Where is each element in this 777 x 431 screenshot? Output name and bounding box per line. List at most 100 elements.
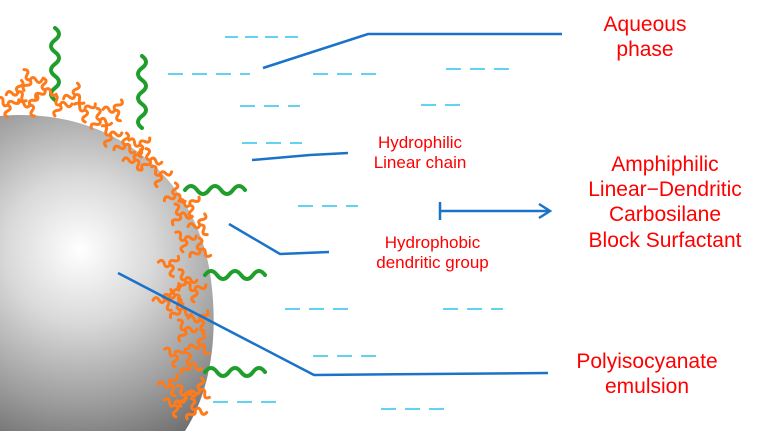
- dendritic-branch: [183, 276, 199, 285]
- dendritic-branch: [198, 247, 213, 259]
- dendritic-branch: [153, 173, 164, 189]
- dendritic-branch: [121, 131, 131, 147]
- dendritic-branch: [28, 103, 36, 118]
- dendritic-branch: [0, 96, 10, 108]
- dendritic-branch: [183, 234, 198, 242]
- hydrophilic-chain-label: Hydrophilic Linear chain: [360, 133, 480, 174]
- dendritic-branch: [171, 181, 180, 197]
- dendritic-branch: [34, 88, 47, 100]
- dendritic-branch: [151, 296, 167, 305]
- dendritic-branch: [108, 130, 124, 138]
- dendritic-branch: [196, 331, 206, 347]
- linear-chain: [183, 184, 247, 196]
- dendritic-branch: [51, 93, 62, 107]
- dendritic-branch: [177, 328, 188, 343]
- dendritic-branch: [179, 363, 192, 375]
- arrow-head: [538, 202, 553, 220]
- dendritic-branch: [71, 81, 81, 97]
- dendritic-branch: [4, 90, 20, 97]
- linear-chain: [203, 366, 267, 378]
- polyisocyanate-emulsion-label: Polyisocyanate emulsion: [562, 349, 732, 399]
- dendritic-branch: [133, 158, 143, 172]
- label-line: phase: [616, 38, 674, 62]
- dendritic-branch: [27, 94, 40, 107]
- linear-chains: [49, 26, 267, 378]
- dendritic-branch: [171, 282, 182, 297]
- label-line: Hydrophobic: [384, 233, 481, 252]
- dendritic-branch: [185, 408, 197, 421]
- dendritic-branch: [188, 195, 201, 207]
- label-line: Hydrophilic: [377, 133, 463, 152]
- emulsion-leader-line: [117, 271, 549, 377]
- dendritic-branch: [176, 318, 187, 332]
- dendritic-branch: [163, 346, 177, 358]
- dendritic-branch: [183, 390, 199, 398]
- dendritic-branch: [171, 353, 179, 369]
- dendritic-branch: [112, 143, 127, 152]
- dendritic-branch: [100, 124, 112, 137]
- dendritic-branch: [179, 238, 189, 254]
- linear-chain: [203, 269, 267, 281]
- dendritic-branch: [22, 68, 32, 82]
- dendritic-branch: [168, 383, 177, 398]
- dendritic-branch: [101, 105, 117, 114]
- aqueous-phase-label: Aqueous phase: [585, 12, 705, 62]
- dendritic-branch: [177, 393, 188, 408]
- dendritic-branch: [89, 118, 102, 130]
- linear-chain: [136, 54, 148, 130]
- dendritic-branch: [188, 361, 203, 372]
- dendritic-branch: [168, 308, 182, 319]
- dendritic-branch: [168, 254, 181, 267]
- dendritic-branch: [187, 343, 202, 351]
- dendritic-branch: [187, 203, 195, 219]
- polyisocyanate-droplet: [0, 115, 214, 431]
- dendritic-branch: [81, 108, 90, 124]
- dendritic-branch: [140, 158, 152, 171]
- dendritic-branch: [177, 268, 187, 282]
- hydrophilic-leader-line: [251, 151, 349, 162]
- label-line: Linear chain: [373, 153, 467, 173]
- dendritic-branch: [188, 248, 202, 259]
- dendritic-branch: [158, 170, 174, 177]
- dendritic-branch: [58, 100, 74, 109]
- dendritic-branch: [198, 223, 209, 237]
- leader-lines: [117, 32, 562, 377]
- dendritic-branch: [189, 397, 197, 412]
- dendritic-branch: [198, 318, 206, 333]
- dendritic-branch: [171, 403, 180, 419]
- hydrophobic-group-label: Hydrophobic dendritic group: [360, 233, 505, 274]
- dendritic-branch: [83, 102, 97, 112]
- dendritic-branch: [185, 351, 192, 367]
- dendritic-branch: [175, 384, 187, 397]
- label-line: Polyisocyanate: [576, 350, 718, 373]
- dendritic-branch: [163, 298, 173, 312]
- dendritic-branch: [167, 373, 179, 387]
- dendritic-branch: [183, 280, 197, 293]
- dendritic-branch: [52, 103, 63, 118]
- dendritic-branch: [62, 93, 77, 101]
- dendritic-branch: [187, 388, 202, 396]
- label-line: emulsion: [604, 375, 690, 399]
- dendritic-branch: [113, 108, 122, 123]
- dendritic-branch: [102, 133, 113, 148]
- water-dashes: [168, 36, 509, 410]
- dendritic-branch: [112, 98, 124, 112]
- label-line: dendritic group: [376, 253, 489, 273]
- dendritic-branch: [138, 136, 152, 147]
- dendritic-branch: [14, 79, 25, 94]
- dendritic-branch: [156, 380, 172, 389]
- dendritic-branch: [162, 193, 177, 203]
- dendritic-branch: [198, 343, 211, 356]
- label-line: Amphiphilic: [611, 153, 719, 176]
- label-line: Aqueous: [603, 13, 687, 36]
- dendritic-branch: [193, 283, 208, 292]
- dendritic-branch: [28, 76, 44, 84]
- dendritic-branch: [170, 213, 183, 227]
- dendritic-branch: [173, 347, 187, 357]
- dendritic-branch: [95, 106, 102, 122]
- dendritic-branch: [178, 211, 194, 220]
- label-line: Carbosilane: [608, 203, 722, 227]
- dendritic-branch: [21, 78, 33, 92]
- dendritic-branch: [98, 116, 114, 127]
- dendritic-groups: [0, 68, 213, 421]
